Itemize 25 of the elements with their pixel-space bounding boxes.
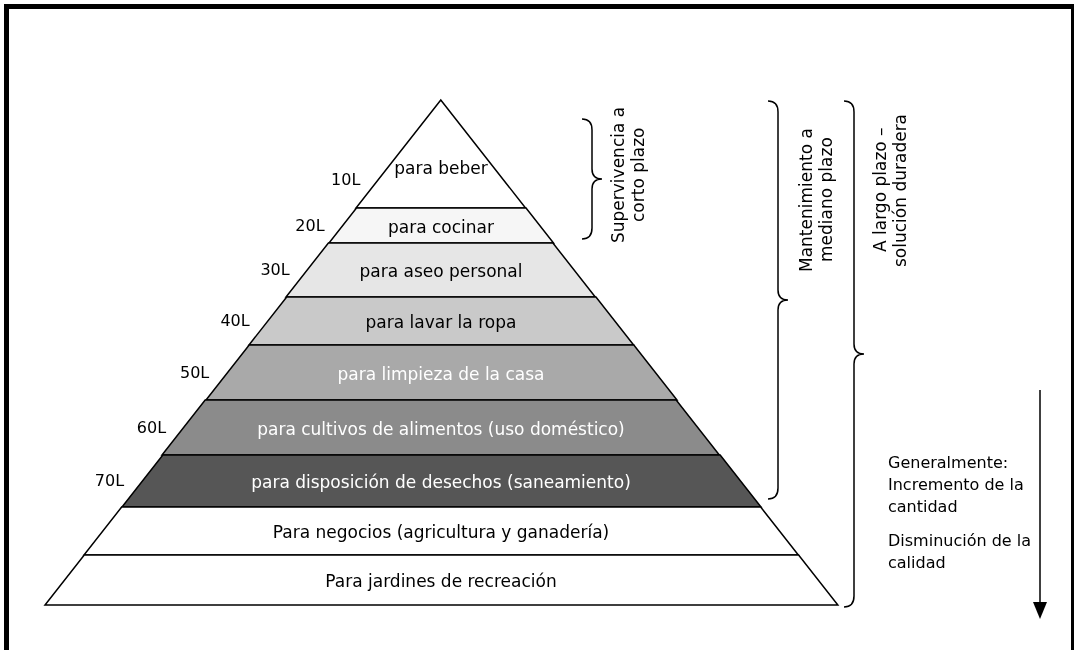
note-text: Generalmente: Incremento de la cantidad: [888, 452, 1025, 518]
note-text: Disminución de la calidad: [888, 530, 1032, 574]
volume-label: 50L: [178, 362, 210, 382]
pyramid-layer: [83, 507, 799, 555]
volume-label: 10L: [330, 170, 361, 189]
bracket-label: Supervivencia a corto plazo: [608, 105, 648, 246]
volume-label: 40L: [219, 311, 250, 330]
layer-label: para cocinar: [386, 216, 495, 237]
bracket-label: Mantenimiento a mediano plazo: [796, 127, 836, 274]
layer-label: Para negocios (agricultura y ganadería): [271, 522, 611, 542]
volume-label: 20L: [294, 215, 325, 235]
layer-label: para cultivos de alimentos (uso doméstico): [256, 418, 626, 439]
pyramid-layer: [44, 555, 838, 605]
volume-label: 60L: [135, 417, 167, 437]
layer-label: para beber: [393, 158, 489, 178]
pyramid-layer: [328, 208, 554, 243]
bracket-label: A largo plazo – solución duradera: [870, 112, 910, 269]
layer-label: para disposición de desechos (saneamiento): [250, 472, 632, 492]
layer-label: para aseo personal: [358, 261, 524, 281]
volume-label: 70L: [93, 471, 125, 490]
pyramid-layer: [248, 297, 634, 345]
layer-label: Para jardines de recreación: [324, 571, 558, 591]
volume-label: 30L: [259, 260, 290, 279]
layer-label: para lavar la ropa: [364, 312, 518, 332]
layer-label: para limpieza de la casa: [336, 363, 546, 384]
